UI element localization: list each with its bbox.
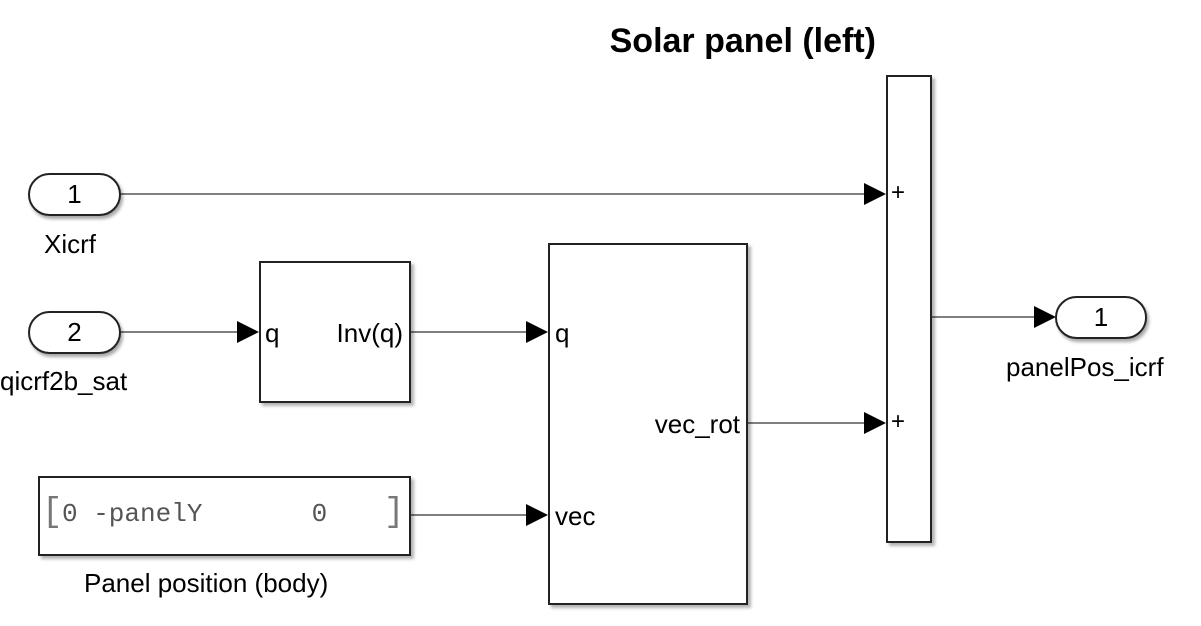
rotate-output-label: vec_rot xyxy=(654,409,740,439)
sum-sign-plus-2: + xyxy=(891,408,906,435)
quaternion-inverse-block[interactable] xyxy=(259,261,411,403)
outport-number: 1 xyxy=(1093,302,1109,332)
arrowhead-icon xyxy=(526,504,548,526)
constant-bracket-open: [ xyxy=(42,494,63,532)
inport-2-name: qicrf2b_sat xyxy=(0,366,128,396)
arrowhead-icon xyxy=(526,321,548,343)
arrowhead-icon xyxy=(1034,306,1056,328)
outport-1[interactable]: 1 xyxy=(1055,296,1147,339)
rotate-input-vec-label: vec xyxy=(555,501,596,531)
constant-bracket-close: ] xyxy=(384,494,405,532)
constant-value: 0 -panelY 0 xyxy=(62,499,328,529)
rotate-input-q-label: q xyxy=(555,318,570,348)
inport-1-name: Xicrf xyxy=(44,229,96,259)
outport-1-name: panelPos_icrf xyxy=(1006,352,1164,382)
arrowhead-icon xyxy=(864,412,886,434)
inverse-input-label: q xyxy=(265,318,280,348)
sum-block[interactable] xyxy=(886,75,932,543)
sum-sign-plus-1: + xyxy=(891,179,906,206)
inport-number: 1 xyxy=(67,179,82,209)
arrowhead-icon xyxy=(864,183,886,205)
inverse-output-label: Inv(q) xyxy=(336,318,403,348)
constant-block[interactable] xyxy=(38,476,411,556)
inport-number: 2 xyxy=(67,317,82,347)
inport-1[interactable]: 1 xyxy=(28,173,121,216)
arrowhead-icon xyxy=(237,321,259,343)
inport-2[interactable]: 2 xyxy=(28,311,121,354)
diagram-title: Solar panel (left) xyxy=(609,22,876,60)
vector-rotate-block[interactable] xyxy=(548,243,748,605)
constant-name: Panel position (body) xyxy=(84,568,329,598)
